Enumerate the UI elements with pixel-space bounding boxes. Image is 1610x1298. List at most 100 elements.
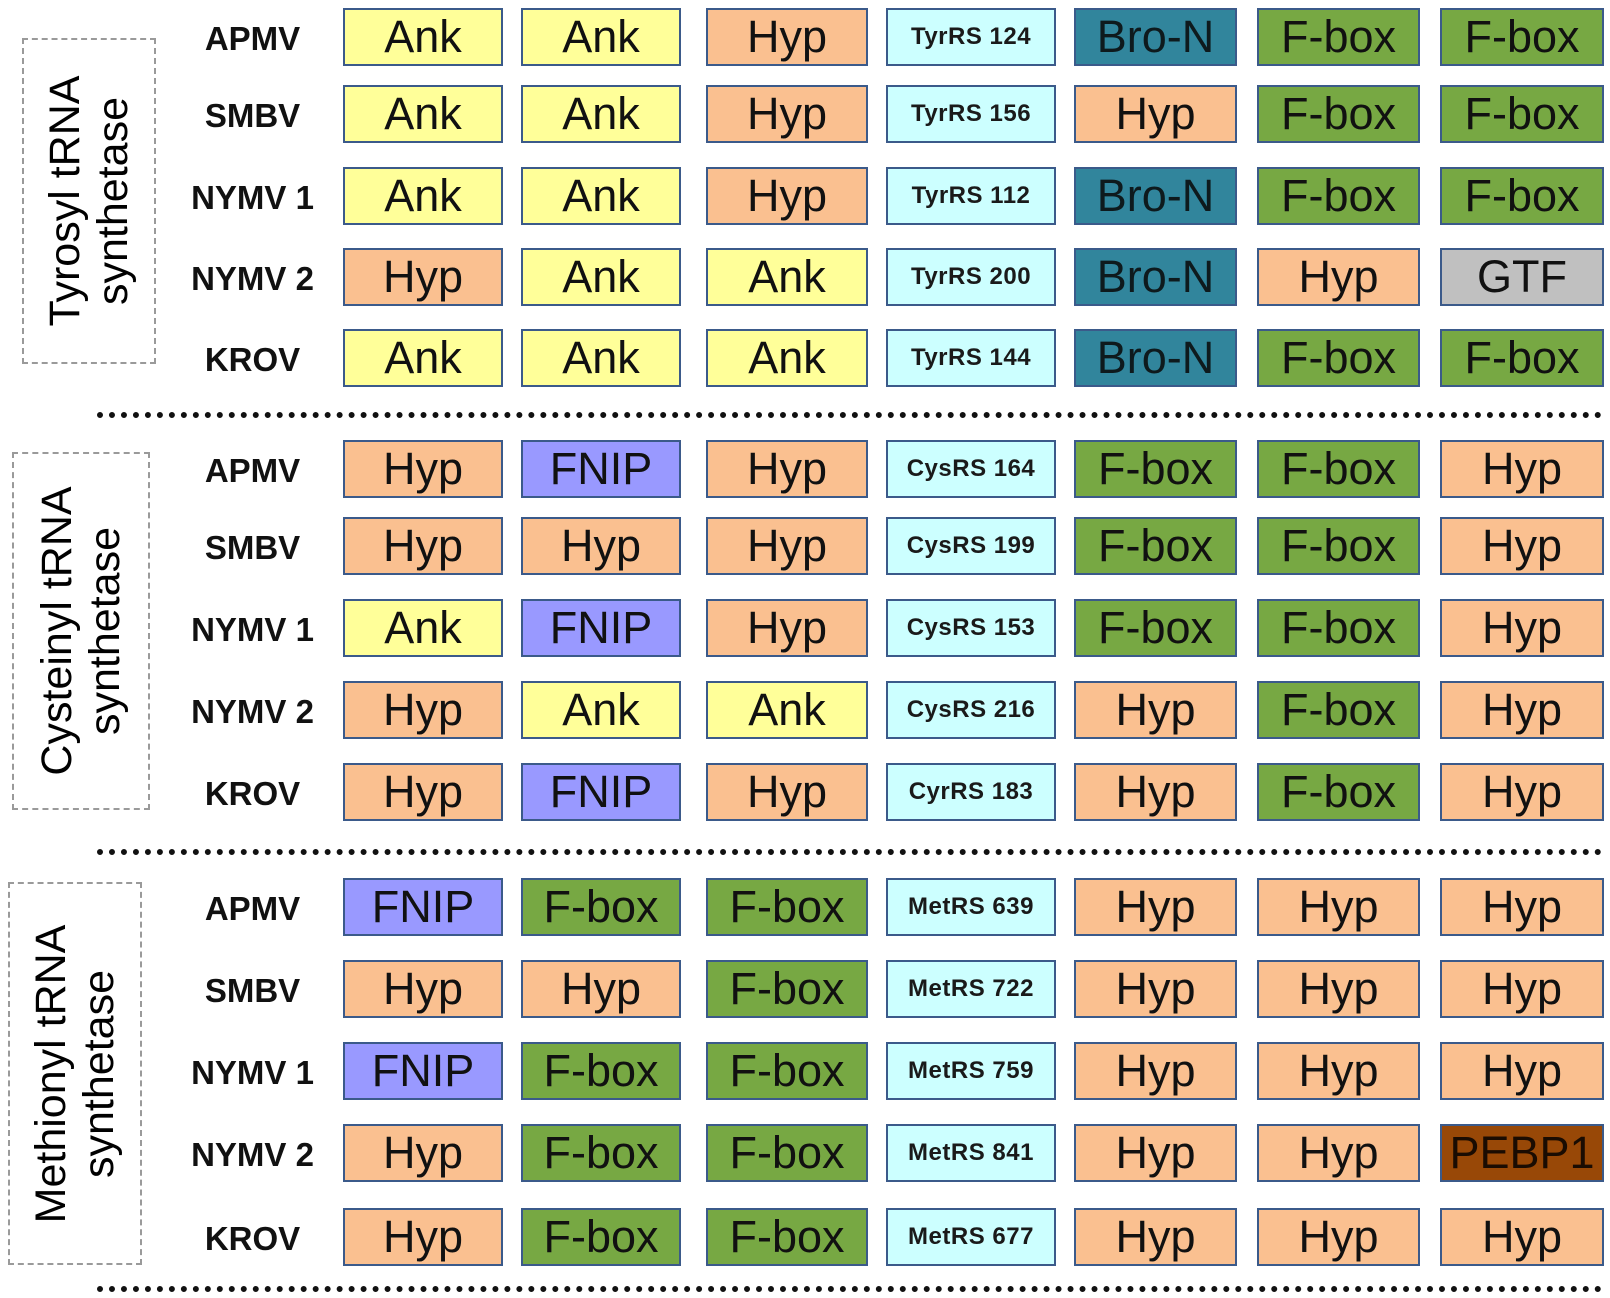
synthetase-box: MetRS 639 bbox=[886, 878, 1056, 936]
domain-box-bro-n: Bro-N bbox=[1074, 329, 1237, 387]
domain-box-hyp: Hyp bbox=[1440, 440, 1604, 498]
domain-box-hyp: Hyp bbox=[1440, 599, 1604, 657]
domain-box-f-box: F-box bbox=[706, 1124, 868, 1182]
domain-box-ank: Ank bbox=[521, 167, 681, 225]
domain-box-pebp1: PEBP1 bbox=[1440, 1124, 1604, 1182]
domain-box-hyp: Hyp bbox=[1257, 1042, 1420, 1100]
group-label-line1: Cysteinyl tRNA bbox=[33, 486, 81, 776]
domain-box-hyp: Hyp bbox=[1440, 878, 1604, 936]
synthetase-box: CysRS 199 bbox=[886, 517, 1056, 575]
domain-box-hyp: Hyp bbox=[521, 517, 681, 575]
domain-box-f-box: F-box bbox=[521, 1042, 681, 1100]
domain-box-hyp: Hyp bbox=[706, 85, 868, 143]
domain-box-f-box: F-box bbox=[1440, 85, 1604, 143]
domain-box-hyp: Hyp bbox=[706, 167, 868, 225]
domain-box-hyp: Hyp bbox=[343, 1208, 503, 1266]
virus-label: SMBV bbox=[204, 97, 301, 134]
domain-box-fnip: FNIP bbox=[343, 878, 503, 936]
virus-label: SMBV bbox=[204, 529, 301, 566]
domain-box-hyp: Hyp bbox=[1074, 960, 1237, 1018]
group-label-line1: Tyrosyl tRNA bbox=[41, 75, 89, 327]
domain-box-hyp: Hyp bbox=[1440, 681, 1604, 739]
virus-label: KROV bbox=[204, 775, 301, 812]
synthetase-box: TyrRS 124 bbox=[886, 8, 1056, 66]
domain-box-hyp: Hyp bbox=[1257, 960, 1420, 1018]
domain-box-hyp: Hyp bbox=[1257, 248, 1420, 306]
domain-box-f-box: F-box bbox=[1257, 599, 1420, 657]
group-separator bbox=[97, 412, 1602, 418]
group-label-line2: synthetase bbox=[89, 97, 137, 305]
domain-box-hyp: Hyp bbox=[1074, 681, 1237, 739]
domain-box-f-box: F-box bbox=[706, 1042, 868, 1100]
synthetase-box: MetRS 841 bbox=[886, 1124, 1056, 1182]
domain-box-fnip: FNIP bbox=[521, 763, 681, 821]
domain-box-f-box: F-box bbox=[1257, 8, 1420, 66]
virus-label: NYMV 2 bbox=[191, 260, 314, 297]
synthetase-box: MetRS 677 bbox=[886, 1208, 1056, 1266]
domain-box-ank: Ank bbox=[521, 248, 681, 306]
virus-label: APMV bbox=[204, 890, 301, 927]
domain-box-hyp: Hyp bbox=[706, 8, 868, 66]
domain-box-ank: Ank bbox=[343, 599, 503, 657]
domain-box-hyp: Hyp bbox=[1074, 878, 1237, 936]
synthetase-box: TyrRS 200 bbox=[886, 248, 1056, 306]
domain-box-f-box: F-box bbox=[521, 878, 681, 936]
domain-box-f-box: F-box bbox=[1257, 517, 1420, 575]
group-label-text: Methionyl tRNA synthetase bbox=[27, 924, 123, 1223]
domain-box-ank: Ank bbox=[706, 248, 868, 306]
group-label-line2: synthetase bbox=[81, 527, 129, 735]
synthetase-box: CysRS 153 bbox=[886, 599, 1056, 657]
domain-box-hyp: Hyp bbox=[1257, 1124, 1420, 1182]
synthetase-box: MetRS 759 bbox=[886, 1042, 1056, 1100]
group-label-text: Cysteinyl tRNA synthetase bbox=[33, 486, 129, 775]
domain-box-f-box: F-box bbox=[706, 878, 868, 936]
domain-box-hyp: Hyp bbox=[1440, 763, 1604, 821]
domain-box-ank: Ank bbox=[706, 681, 868, 739]
domain-box-ank: Ank bbox=[521, 85, 681, 143]
domain-box-bro-n: Bro-N bbox=[1074, 167, 1237, 225]
domain-box-hyp: Hyp bbox=[706, 440, 868, 498]
domain-box-hyp: Hyp bbox=[343, 960, 503, 1018]
synthetase-box: TyrRS 144 bbox=[886, 329, 1056, 387]
domain-box-ank: Ank bbox=[343, 8, 503, 66]
domain-box-ank: Ank bbox=[521, 329, 681, 387]
virus-label: APMV bbox=[204, 20, 301, 57]
domain-box-hyp: Hyp bbox=[343, 1124, 503, 1182]
synthetase-box: CysRS 164 bbox=[886, 440, 1056, 498]
group-label-text: Tyrosyl tRNA synthetase bbox=[41, 76, 137, 327]
domain-box-ank: Ank bbox=[343, 329, 503, 387]
domain-box-hyp: Hyp bbox=[1257, 878, 1420, 936]
synthetase-box: MetRS 722 bbox=[886, 960, 1056, 1018]
domain-box-f-box: F-box bbox=[1440, 8, 1604, 66]
virus-label: NYMV 2 bbox=[191, 693, 314, 730]
domain-box-ank: Ank bbox=[343, 167, 503, 225]
synthetase-box: TyrRS 112 bbox=[886, 167, 1056, 225]
domain-box-fnip: FNIP bbox=[343, 1042, 503, 1100]
domain-box-f-box: F-box bbox=[1074, 440, 1237, 498]
domain-box-hyp: Hyp bbox=[1440, 960, 1604, 1018]
domain-box-hyp: Hyp bbox=[1074, 763, 1237, 821]
domain-box-bro-n: Bro-N bbox=[1074, 248, 1237, 306]
domain-box-hyp: Hyp bbox=[521, 960, 681, 1018]
synthetase-box: TyrRS 156 bbox=[886, 85, 1056, 143]
domain-box-hyp: Hyp bbox=[343, 248, 503, 306]
domain-box-ank: Ank bbox=[343, 85, 503, 143]
domain-box-gtf: GTF bbox=[1440, 248, 1604, 306]
group-separator bbox=[97, 849, 1602, 855]
domain-box-f-box: F-box bbox=[1074, 599, 1237, 657]
group-label-cysteinyl: Cysteinyl tRNA synthetase bbox=[12, 452, 150, 810]
domain-box-ank: Ank bbox=[521, 8, 681, 66]
domain-box-hyp: Hyp bbox=[706, 763, 868, 821]
domain-box-hyp: Hyp bbox=[1074, 1208, 1237, 1266]
domain-box-f-box: F-box bbox=[1440, 167, 1604, 225]
domain-box-ank: Ank bbox=[706, 329, 868, 387]
domain-box-f-box: F-box bbox=[1257, 85, 1420, 143]
domain-box-fnip: FNIP bbox=[521, 440, 681, 498]
virus-label: NYMV 1 bbox=[191, 179, 314, 216]
synthetase-box: CysRS 216 bbox=[886, 681, 1056, 739]
domain-box-hyp: Hyp bbox=[706, 517, 868, 575]
synthetase-box: CyrRS 183 bbox=[886, 763, 1056, 821]
domain-box-f-box: F-box bbox=[706, 960, 868, 1018]
domain-box-hyp: Hyp bbox=[343, 681, 503, 739]
group-separator bbox=[97, 1286, 1602, 1292]
